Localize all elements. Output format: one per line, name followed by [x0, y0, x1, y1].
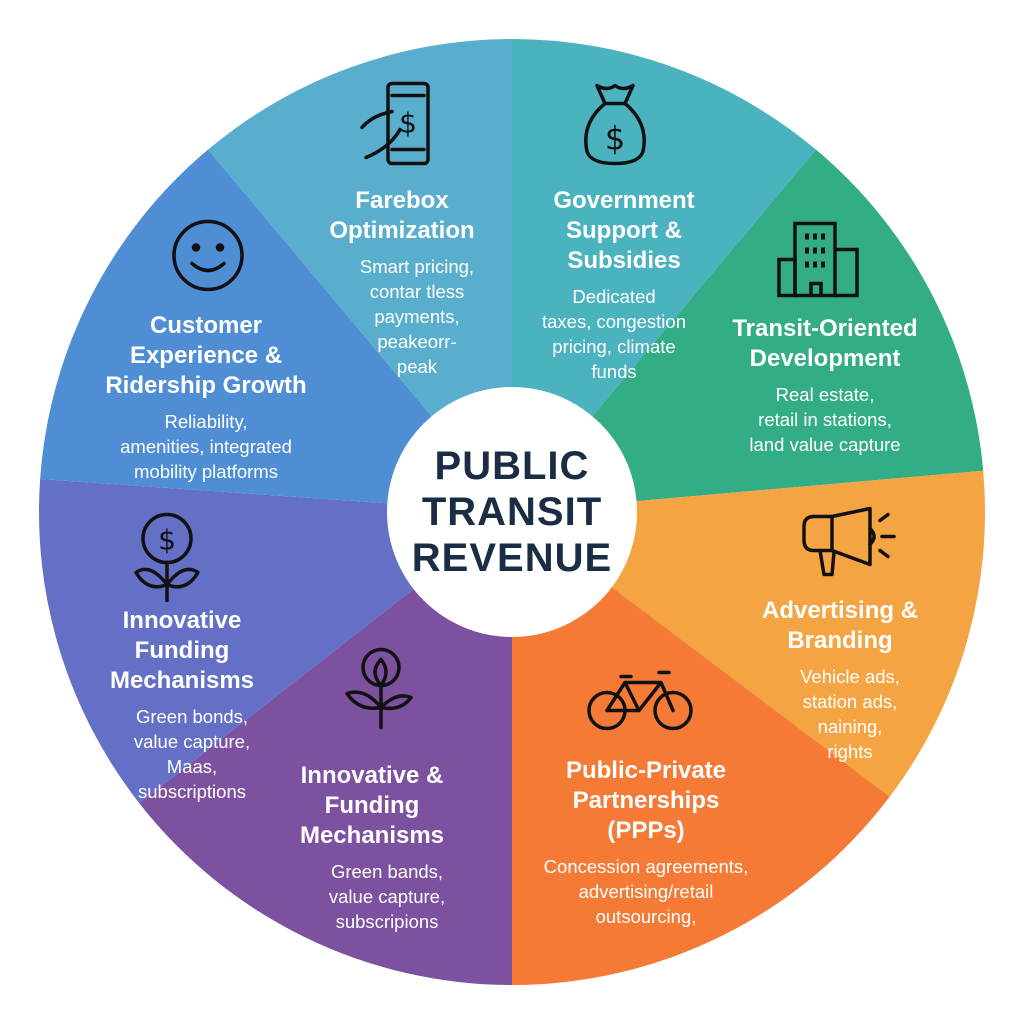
- plant-icon: [345, 646, 415, 735]
- segment-title: Innovative Funding Mechanisms: [109, 607, 255, 694]
- segment-desc: Green bonds, value capture, Maas, subscr…: [133, 706, 251, 802]
- segment-desc: Vehicle ads, station ads, naining, right…: [800, 666, 900, 762]
- segment-desc: Concession agreements, advertising/retai…: [543, 856, 749, 927]
- segment-tod: Transit-Oriented Development Real estate…: [732, 314, 917, 457]
- wedge-tod: [512, 149, 984, 512]
- segment-government: Government Support & Subsidies Dedicated…: [542, 186, 695, 384]
- segment-title: Government Support & Subsidies: [553, 187, 695, 274]
- segment-innovative-and: Innovative & Funding Mechanisms Green ba…: [299, 761, 445, 934]
- wedge-customer: [40, 149, 513, 512]
- segment-title: Transit-Oriented Development: [732, 315, 918, 372]
- segment-title: Advertising & Branding: [761, 597, 919, 654]
- phone-payment-icon: $: [360, 78, 440, 173]
- segment-title: Farebox Optimization: [329, 187, 475, 244]
- segment-desc: Dedicated taxes, congestion pricing, cli…: [542, 286, 686, 382]
- center-hub: PUBLIC TRANSIT REVENUE: [387, 387, 637, 637]
- wedge-government: [512, 39, 817, 512]
- segment-title: Innovative & Funding Mechanisms: [299, 762, 445, 849]
- smiley-icon: [168, 216, 248, 301]
- wedge-ppp: [512, 512, 890, 985]
- svg-text:$: $: [605, 120, 625, 158]
- segment-desc: Real estate, retail in stations, land va…: [749, 384, 901, 455]
- segment-advertising: Advertising & Branding Vehicle ads, stat…: [762, 596, 918, 764]
- megaphone-icon: [798, 505, 902, 586]
- svg-text:$: $: [399, 107, 417, 140]
- segment-innovative-funding: Innovative Funding Mechanisms Green bond…: [110, 606, 254, 804]
- segment-title: Public-Private Partnerships (PPPs): [565, 757, 727, 844]
- segment-title: Customer Experience & Ridership Growth: [105, 312, 307, 399]
- bicycle-icon: [587, 667, 693, 738]
- segment-ppp: Public-Private Partnerships (PPPs) Conce…: [544, 756, 749, 929]
- segment-farebox: Farebox Optimization Smart pricing, cont…: [329, 186, 474, 379]
- segment-desc: Green bands, value capture, subscripions: [328, 861, 446, 932]
- money-bag-icon: $: [575, 78, 655, 173]
- wedge-innovative_and: [139, 512, 512, 985]
- svg-text:$: $: [158, 524, 176, 557]
- segment-desc: Reliability, amenities, integrated mobil…: [120, 411, 292, 482]
- center-title: PUBLIC TRANSIT REVENUE: [411, 444, 613, 580]
- money-plant-icon: $: [134, 512, 200, 608]
- segment-customer: Customer Experience & Ridership Growth R…: [105, 311, 306, 484]
- segment-desc: Smart pricing, contar tless payments, pe…: [359, 256, 475, 377]
- wedge-farebox: [207, 39, 512, 512]
- building-icon: [775, 220, 861, 305]
